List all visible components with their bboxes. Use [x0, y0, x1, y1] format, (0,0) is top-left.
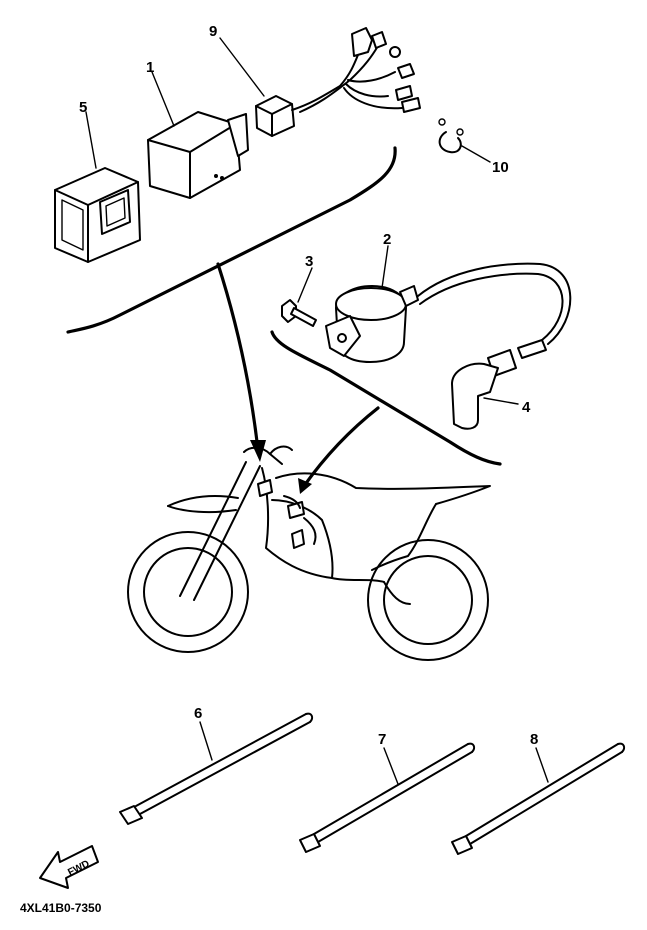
motorcycle-outline	[127, 445, 491, 661]
callout-6: 6	[194, 705, 202, 722]
callout-8: 8	[530, 731, 538, 748]
location-arrows	[216, 262, 380, 494]
ignition-coil-part[interactable]	[325, 262, 572, 363]
clamp-part[interactable]	[438, 118, 464, 154]
cdi-unit-part[interactable]	[147, 111, 249, 199]
callout-9: 9	[209, 23, 217, 40]
callout-5: 5	[79, 99, 87, 116]
spark-plug-cap-part[interactable]	[451, 339, 547, 430]
callout-3: 3	[305, 253, 313, 270]
drawing-code: 4XL41B0-7350	[20, 901, 102, 915]
cover-part[interactable]	[54, 167, 141, 263]
cable-tie-7-part[interactable]	[299, 742, 476, 853]
callout-7: 7	[378, 731, 386, 748]
leader-lines	[85, 37, 549, 785]
fwd-arrow-icon: FWD	[39, 845, 99, 889]
callout-10: 10	[492, 159, 509, 176]
callout-2: 2	[383, 231, 391, 248]
callout-4: 4	[522, 399, 531, 416]
cable-tie-8-part[interactable]	[451, 742, 626, 855]
wire-harness-part[interactable]	[255, 27, 421, 137]
cable-tie-6-part[interactable]	[119, 712, 314, 825]
bolt-part[interactable]	[281, 299, 317, 327]
group-bracket-upper	[66, 146, 397, 334]
callout-1: 1	[146, 59, 154, 76]
group-bracket-lower	[270, 330, 502, 466]
